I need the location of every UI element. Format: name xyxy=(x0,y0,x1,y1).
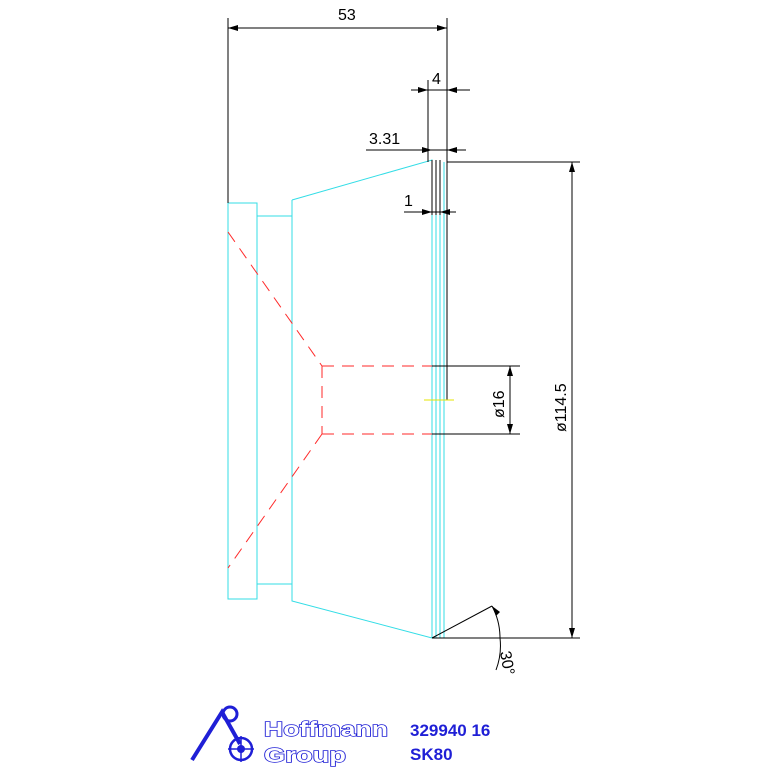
part-number: 329940 16 xyxy=(410,721,490,740)
hidden-lines xyxy=(227,231,432,569)
dim-outer-diameter: ø114.5 xyxy=(553,383,570,432)
dim-edge-offset: 3.31 xyxy=(369,131,400,148)
dim-angle: 30° xyxy=(496,650,517,677)
dim-edge-width: 4 xyxy=(432,71,441,88)
designation: SK80 xyxy=(410,745,453,764)
logo-line-1: Hoffmann xyxy=(264,719,388,741)
cone-body xyxy=(291,159,433,639)
dim-bore-diameter: ø16 xyxy=(491,390,508,418)
rear-flange xyxy=(227,202,258,600)
dim-width-overall: 53 xyxy=(338,7,356,24)
dim-small-step: 1 xyxy=(404,193,413,210)
part-outline xyxy=(227,159,445,639)
logo-emblem-icon xyxy=(190,705,254,762)
logo-line-2: Group xyxy=(264,745,346,767)
hoffmann-logo: Hoffmann Group xyxy=(190,705,389,767)
dimension-lines xyxy=(227,18,580,671)
hub-ring xyxy=(256,215,293,585)
